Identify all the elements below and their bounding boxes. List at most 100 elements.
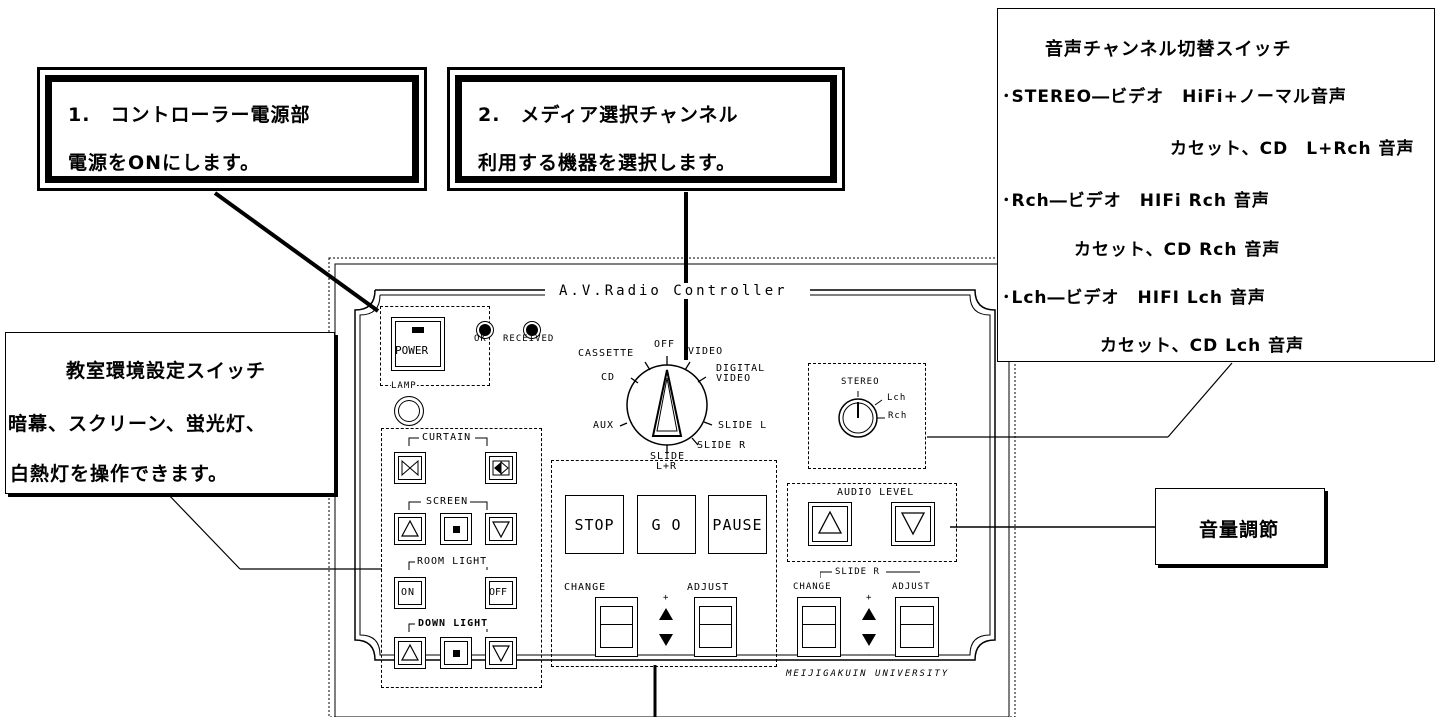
callout-media-line2: 利用する機器を選択します。	[478, 152, 737, 174]
button-divider	[699, 624, 732, 625]
slide-r-adjust-button[interactable]	[895, 597, 939, 657]
triangle-up-icon	[401, 643, 419, 661]
audio-level-down-button[interactable]	[891, 502, 935, 546]
audio-level-label: AUDIO LEVEL	[837, 487, 915, 498]
up-arrow-icon[interactable]	[659, 608, 673, 620]
dial-cassette: CASSETTE	[578, 348, 635, 359]
stop-button[interactable]: STOP	[565, 495, 624, 554]
adjust2-label: ADJUST	[892, 582, 931, 592]
university-label: MEIJIGAKUIN UNIVERSITY	[786, 669, 950, 679]
dial-slide-lr-2: L+R	[656, 461, 678, 472]
audio-switch-line3: ･Rch―ビデオ HIFi Rch 音声	[1002, 191, 1270, 211]
callout-env-line3: 白熱灯を操作できます。	[10, 463, 229, 485]
volume-label: 音量調節	[1199, 519, 1280, 541]
slide-control-area	[551, 460, 777, 667]
change2-label: CHANGE	[793, 582, 832, 592]
change-label: CHANGE	[564, 582, 607, 593]
screen-stop-button[interactable]	[440, 513, 472, 545]
audio-switch-line6: カセット、CD Lch 音声	[1100, 336, 1305, 356]
media-selector-dial[interactable]	[610, 350, 730, 465]
callout-env-line2: 暗幕、スクリーン、蛍光灯、	[8, 413, 266, 435]
callout-power: 1. コントローラー電源部 電源をONにします。	[37, 67, 427, 191]
power-area	[380, 306, 490, 386]
screen-label: SCREEN	[424, 496, 471, 507]
curtain-open-icon	[492, 460, 510, 476]
triangle-down-icon	[900, 512, 926, 536]
ok-label: OK	[474, 334, 487, 344]
audio-switch-line5: ･Lch―ビデオ HIFI Lch 音声	[1002, 288, 1266, 308]
curtain-open-button[interactable]	[485, 452, 517, 484]
received-label: RECEIVED	[503, 334, 555, 344]
power-button-label: POWER	[395, 344, 429, 357]
dial-slide-r: SLIDE R	[697, 440, 747, 451]
down-light-up-button[interactable]	[394, 637, 426, 669]
audio-channel-knob[interactable]	[830, 388, 890, 448]
down-light-stop-button[interactable]	[440, 637, 472, 669]
dial-slide-lr-1: SLIDE	[650, 451, 686, 462]
callout-power-line2: 電源をONにします。	[68, 152, 261, 174]
triangle-down-icon	[492, 521, 510, 539]
panel-title: A.V.Radio Controller	[551, 283, 796, 299]
adjust-label: ADJUST	[687, 582, 730, 593]
dial-cd: CD	[601, 372, 616, 383]
screen-down-button[interactable]	[485, 513, 517, 545]
callout-power-line1: 1. コントローラー電源部	[68, 104, 311, 126]
slide-r-bracket	[820, 571, 920, 578]
slide-change-button[interactable]	[595, 597, 638, 657]
lch-label: Lch	[887, 393, 907, 403]
power-indicator	[412, 327, 424, 333]
audio-level-area	[787, 483, 957, 562]
screen-up-button[interactable]	[394, 513, 426, 545]
curtain-label: CURTAIN	[420, 432, 474, 443]
audio-switch-line2: カセット、CD L+Rch 音声	[1170, 139, 1415, 159]
button-divider	[900, 624, 934, 625]
slide-adjust-button[interactable]	[694, 597, 737, 657]
callout-media-line1: 2. メディア選択チャンネル	[478, 104, 739, 126]
down-light-down-button[interactable]	[485, 637, 517, 669]
callout-volume: 音量調節	[1155, 488, 1325, 565]
room-light-off-label: OFF	[489, 587, 508, 598]
audio-switch-line1: ･STEREO―ビデオ HiFi+ノーマル音声	[1002, 87, 1347, 107]
env-switch-area	[381, 428, 542, 688]
dial-digital-2: VIDEO	[716, 373, 752, 384]
power-button[interactable]: POWER	[391, 317, 445, 371]
room-light-off-button[interactable]: OFF	[485, 577, 517, 609]
lamp-indicator	[394, 396, 424, 426]
dial-slide-l: SLIDE L	[718, 420, 768, 431]
received-led	[524, 322, 540, 338]
slide-r-label: SLIDE R	[835, 567, 880, 577]
callout-env-line1: 教室環境設定スイッチ	[66, 360, 267, 382]
minus-sign-2: -	[866, 650, 873, 660]
slide-r-change-button[interactable]	[797, 597, 841, 657]
button-divider	[802, 624, 836, 625]
up-arrow-icon[interactable]	[862, 608, 876, 620]
curtain-close-button[interactable]	[394, 452, 426, 484]
triangle-up-icon	[401, 519, 419, 537]
audio-channel-area	[808, 363, 926, 469]
dial-aux: AUX	[593, 420, 615, 431]
pause-button[interactable]: PAUSE	[708, 495, 767, 554]
down-light-label: DOWN LIGHT	[416, 618, 491, 629]
room-light-on-button[interactable]: ON	[394, 577, 426, 609]
stop-square-icon	[453, 526, 460, 533]
dial-digital-1: DIGITAL	[716, 363, 766, 374]
plus-sign-2: +	[866, 593, 873, 603]
triangle-down-icon	[492, 645, 510, 663]
curtain-close-icon	[401, 459, 419, 477]
audio-switch-title: 音声チャンネル切替スイッチ	[1045, 39, 1292, 60]
down-arrow-icon[interactable]	[862, 634, 876, 646]
rch-label: Rch	[888, 411, 908, 421]
down-arrow-icon[interactable]	[659, 634, 673, 646]
stop-square-icon	[453, 650, 460, 657]
button-divider	[600, 624, 633, 625]
room-light-label: ROOM LIGHT	[415, 556, 490, 567]
go-button[interactable]: G O	[637, 495, 696, 554]
dial-video: VIDEO	[688, 346, 724, 357]
minus-sign: -	[663, 650, 670, 660]
audio-level-up-button[interactable]	[808, 502, 852, 546]
stereo-label: STEREO	[841, 377, 880, 387]
dial-off: OFF	[654, 339, 676, 350]
ok-led	[477, 322, 493, 338]
callout-audio-switch: 音声チャンネル切替スイッチ ･STEREO―ビデオ HiFi+ノーマル音声 カセ…	[997, 8, 1435, 362]
lamp-label: LAMP	[391, 381, 417, 391]
